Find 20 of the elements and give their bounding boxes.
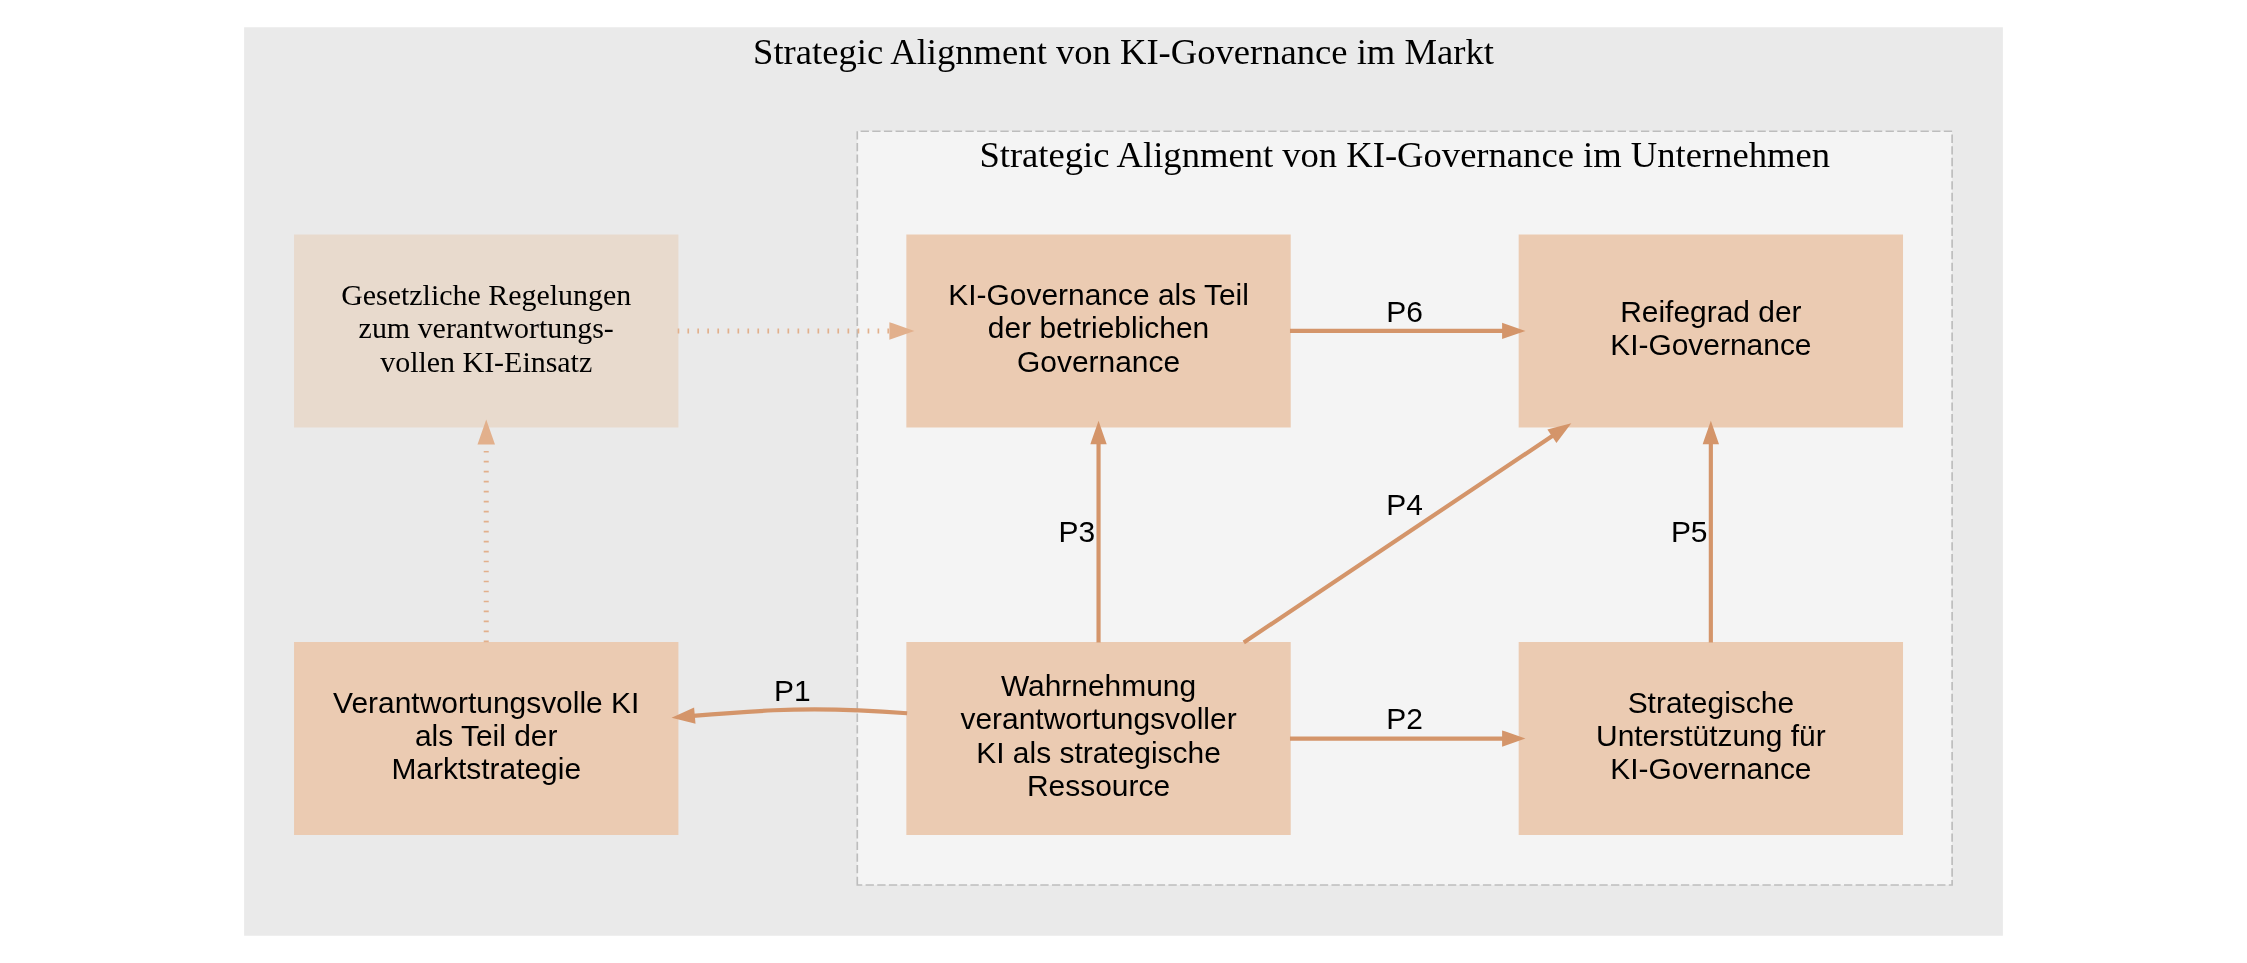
arrow bbox=[671, 707, 908, 724]
node-box: Verantwortungsvolle KI als Teil der Marktstrategie bbox=[294, 642, 679, 836]
edge-label: P6 bbox=[1386, 294, 1424, 328]
arrow bbox=[1090, 420, 1107, 643]
edge-label: P1 bbox=[774, 673, 811, 707]
arrow bbox=[1702, 420, 1720, 643]
edge-label: P2 bbox=[1386, 702, 1424, 736]
arrow bbox=[1289, 322, 1526, 340]
edge-label: P5 bbox=[1670, 515, 1708, 549]
node-box: Strategische Unterstützung für KI-Governance bbox=[1518, 642, 1904, 836]
arrow bbox=[677, 322, 915, 340]
edge-label: P3 bbox=[1058, 515, 1096, 549]
node-box: Wahrnehmung verantwortungsvoller KI als strategische Ressource bbox=[906, 642, 1291, 836]
arrow bbox=[1242, 423, 1572, 645]
node-box: KI-Governance als Teil der betrieblichen Governance bbox=[906, 234, 1291, 428]
arrow bbox=[1289, 730, 1526, 747]
node-box: Reifegrad der KI-Governance bbox=[1518, 234, 1904, 428]
node-box: Gesetzliche Regelungen zum verantwortungs- vollen KI-Einsatz bbox=[294, 234, 679, 428]
arrow bbox=[477, 419, 495, 643]
edge-label: P4 bbox=[1386, 487, 1424, 521]
